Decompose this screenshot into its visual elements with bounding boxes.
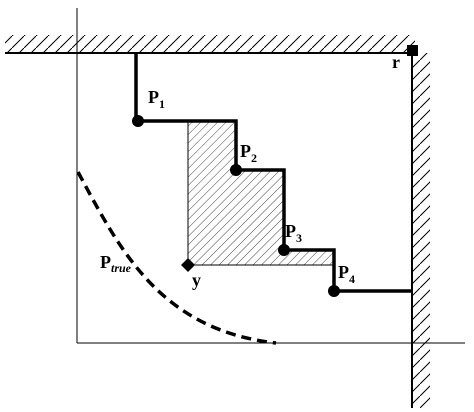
reference-point-marker <box>407 45 418 56</box>
label-p1-base: P <box>148 87 159 107</box>
label-p4-base: P <box>338 262 349 282</box>
label-p3-base: P <box>285 221 296 241</box>
label-p2: P2 <box>240 141 257 165</box>
label-p-true-sub: true <box>111 261 132 275</box>
label-p1: P1 <box>148 87 165 111</box>
label-p2-sub: 2 <box>251 151 257 165</box>
point-p3 <box>278 244 290 256</box>
point-p1 <box>132 115 144 127</box>
label-p3-sub: 3 <box>296 231 302 245</box>
axes <box>76 8 465 344</box>
label-p4: P4 <box>338 262 355 286</box>
label-y: y <box>192 270 201 290</box>
label-p-true: Ptrue <box>100 252 132 275</box>
label-p-true-base: P <box>100 252 111 272</box>
point-p2 <box>230 164 242 176</box>
dominated-region <box>187 120 335 266</box>
label-p2-base: P <box>240 141 251 161</box>
label-r: r <box>392 52 400 72</box>
top-wall <box>5 35 415 54</box>
right-wall <box>411 53 430 408</box>
label-p4-sub: 4 <box>349 272 355 286</box>
true-front-curve <box>76 171 277 345</box>
label-p1-sub: 1 <box>159 97 165 111</box>
point-p4 <box>328 285 340 297</box>
label-p3: P3 <box>285 221 302 245</box>
attainment-staircase <box>134 53 412 293</box>
query-point-marker <box>181 258 195 272</box>
